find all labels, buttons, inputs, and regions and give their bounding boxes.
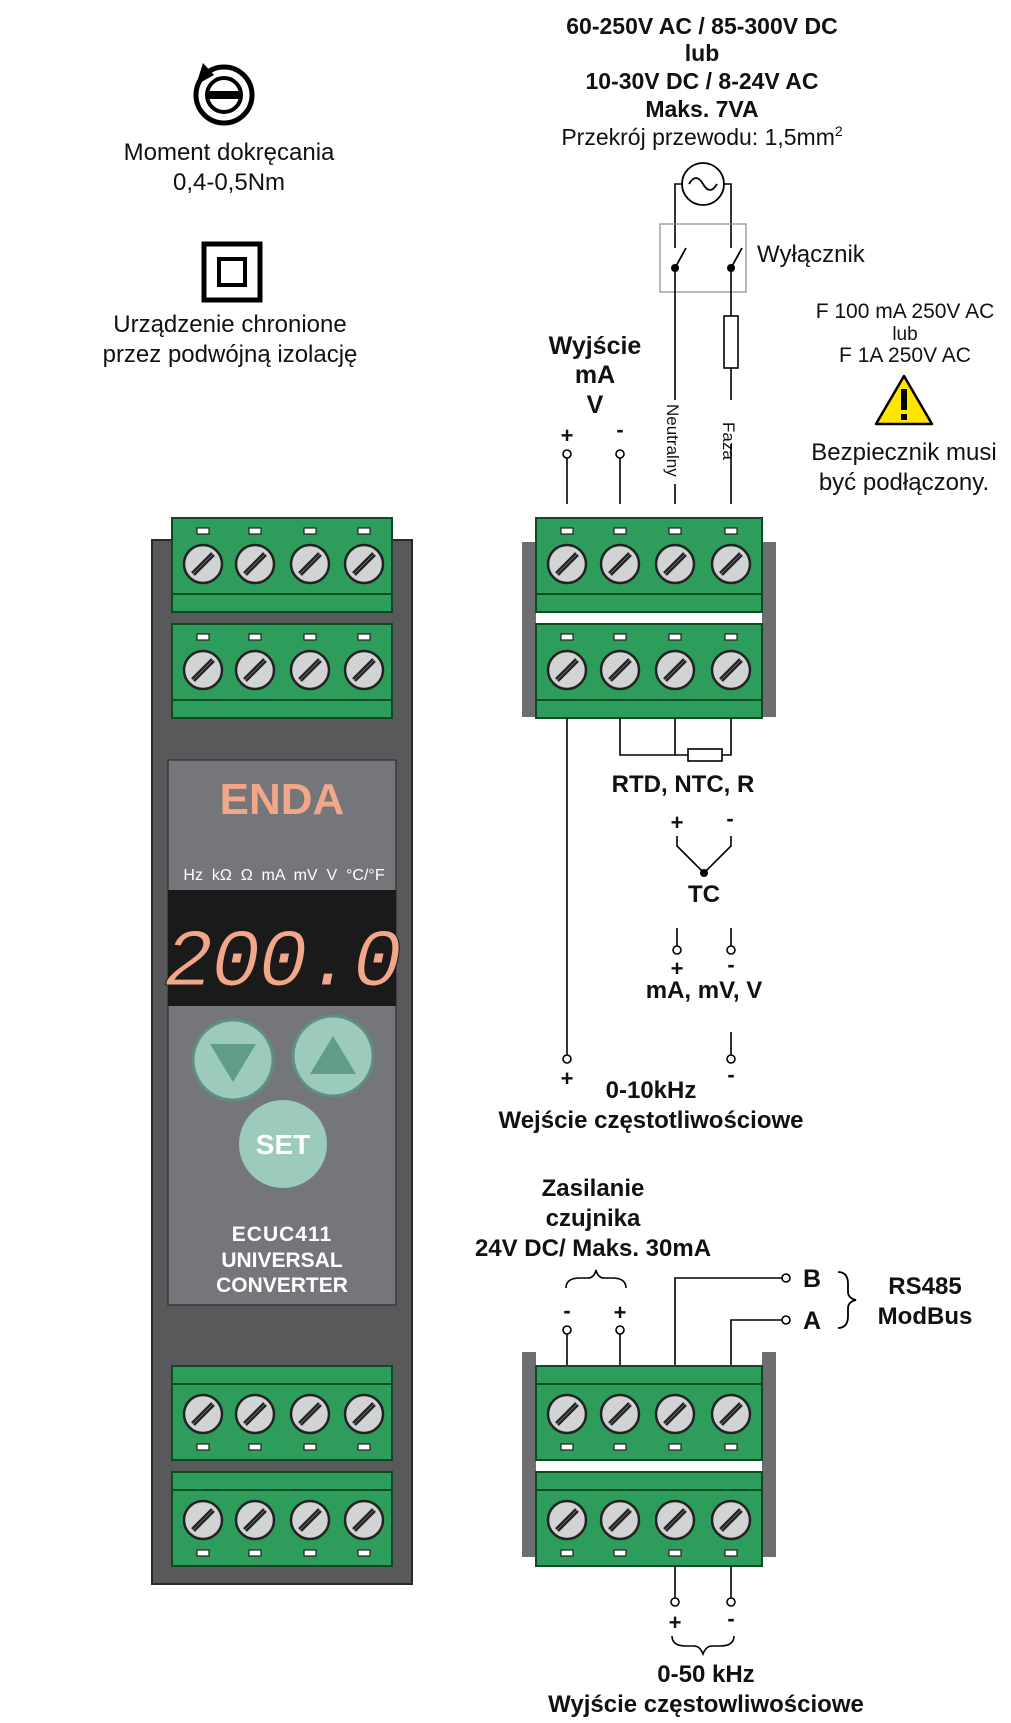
freq-plus: + <box>561 1066 574 1091</box>
power-line2: lub <box>685 40 720 66</box>
set-button-label: SET <box>256 1129 310 1160</box>
switch-box <box>659 223 747 293</box>
freq-in-line2: Wejście częstotliwościowe <box>498 1107 803 1134</box>
fuse-icon <box>723 315 739 369</box>
power-line4: Maks. 7VA <box>645 96 758 122</box>
freq-out-minus-terminal <box>726 1597 736 1607</box>
freq-plus-terminal <box>562 1054 572 1064</box>
terminal-block-lower-right <box>522 1352 776 1567</box>
sensor-minus-terminal <box>562 1325 572 1335</box>
tc-label: TC <box>688 881 720 908</box>
double-insulation-icon <box>201 241 263 303</box>
tc-minus: - <box>726 806 733 831</box>
output-title3: V <box>587 391 604 419</box>
freq-out-line1: 0-50 kHz <box>657 1661 754 1688</box>
type-line1: UNIVERSAL <box>221 1249 343 1272</box>
torque-label-line1: Moment dokręcania <box>124 139 335 166</box>
output-minus-terminal <box>615 449 625 459</box>
sensor-minus: - <box>563 1298 570 1323</box>
terminal-block-upper-right <box>522 517 776 719</box>
warning-line2: być podłączony. <box>819 469 989 496</box>
up-button[interactable] <box>291 1014 375 1098</box>
freq-out-plus-terminal <box>670 1597 680 1607</box>
display-value: 200.0 <box>164 917 400 1010</box>
ma-plus: + <box>671 956 684 981</box>
ma-minus: - <box>727 952 734 977</box>
ma-minus-terminal <box>726 945 736 955</box>
warning-icon <box>874 374 934 426</box>
display-window <box>168 890 396 1006</box>
sensor-line1: Zasilanie <box>542 1175 645 1202</box>
rs485-b-label: B <box>803 1265 821 1293</box>
freq-out-line2: Wyjście częstowliwościowe <box>548 1691 864 1718</box>
rtd-label: RTD, NTC, R <box>612 771 755 798</box>
unit-labels: Hz kΩ Ω mA mV V °C/°F <box>183 867 384 884</box>
converter-device: ENDA Hz kΩ Ω mA mV V °C/°F 200.0 SET ECU… <box>151 517 413 1585</box>
tc-plus: + <box>671 810 684 835</box>
output-title2: mA <box>575 361 615 389</box>
torque-label-line2: 0,4-0,5Nm <box>173 169 285 196</box>
switch-icon <box>671 247 743 272</box>
fuse-line2: lub <box>892 324 917 345</box>
freq-out-brace <box>671 1635 735 1657</box>
output-title1: Wyjście <box>549 332 642 360</box>
fuse-line1: F 100 mA 250V AC <box>816 300 995 323</box>
set-button[interactable]: SET <box>239 1100 327 1188</box>
freq-in-line1: 0-10kHz <box>606 1077 697 1104</box>
freq-out-minus: - <box>727 1606 734 1631</box>
warning-line1: Bezpiecznik musi <box>811 439 996 466</box>
neutral-label: Neutralny <box>663 404 682 477</box>
ac-source-icon <box>681 162 725 206</box>
up-arrow-icon <box>310 1036 356 1074</box>
model-label: ECUC411 <box>232 1223 332 1246</box>
power-line3: 10-30V DC / 8-24V AC <box>585 68 818 94</box>
rs485-a-terminal <box>781 1315 791 1325</box>
thermocouple-junction <box>700 869 708 877</box>
output-plus: + <box>561 423 574 448</box>
brand-logo: ENDA <box>220 775 345 824</box>
torque-icon <box>193 63 255 126</box>
ma-label: mA, mV, V <box>646 977 763 1004</box>
sensor-line3: 24V DC/ Maks. 30mA <box>475 1235 711 1262</box>
down-button[interactable] <box>191 1018 275 1102</box>
sensor-line2: czujnika <box>546 1205 641 1232</box>
rs485-line2: ModBus <box>878 1303 973 1330</box>
freq-out-plus: + <box>669 1610 682 1635</box>
output-minus: - <box>616 417 623 442</box>
type-line2: CONVERTER <box>216 1274 348 1297</box>
ma-plus-terminal <box>672 945 682 955</box>
freq-minus: - <box>727 1062 734 1087</box>
rs485-brace <box>837 1271 857 1329</box>
sensor-brace <box>565 1269 627 1289</box>
rs485-line1: RS485 <box>888 1273 961 1300</box>
rs485-a-label: A <box>803 1307 821 1335</box>
phase-label: Faza <box>719 422 738 460</box>
freq-minus-terminal <box>726 1054 736 1064</box>
wire-cross-section: Przekrój przewodu: 1,5mm2 <box>561 123 843 150</box>
down-arrow-icon <box>210 1044 256 1082</box>
output-plus-terminal <box>562 449 572 459</box>
fuse-line3: F 1A 250V AC <box>839 344 971 367</box>
rs485-b-terminal <box>781 1273 791 1283</box>
insulation-label-line1: Urządzenie chronione <box>113 311 346 338</box>
power-line1: 60-250V AC / 85-300V DC <box>566 13 837 39</box>
insulation-label-line2: przez podwójną izolację <box>103 341 358 368</box>
resistor-icon <box>687 748 723 762</box>
switch-label: Wyłącznik <box>757 241 866 268</box>
sensor-plus-terminal <box>615 1325 625 1335</box>
sensor-plus: + <box>614 1300 627 1325</box>
